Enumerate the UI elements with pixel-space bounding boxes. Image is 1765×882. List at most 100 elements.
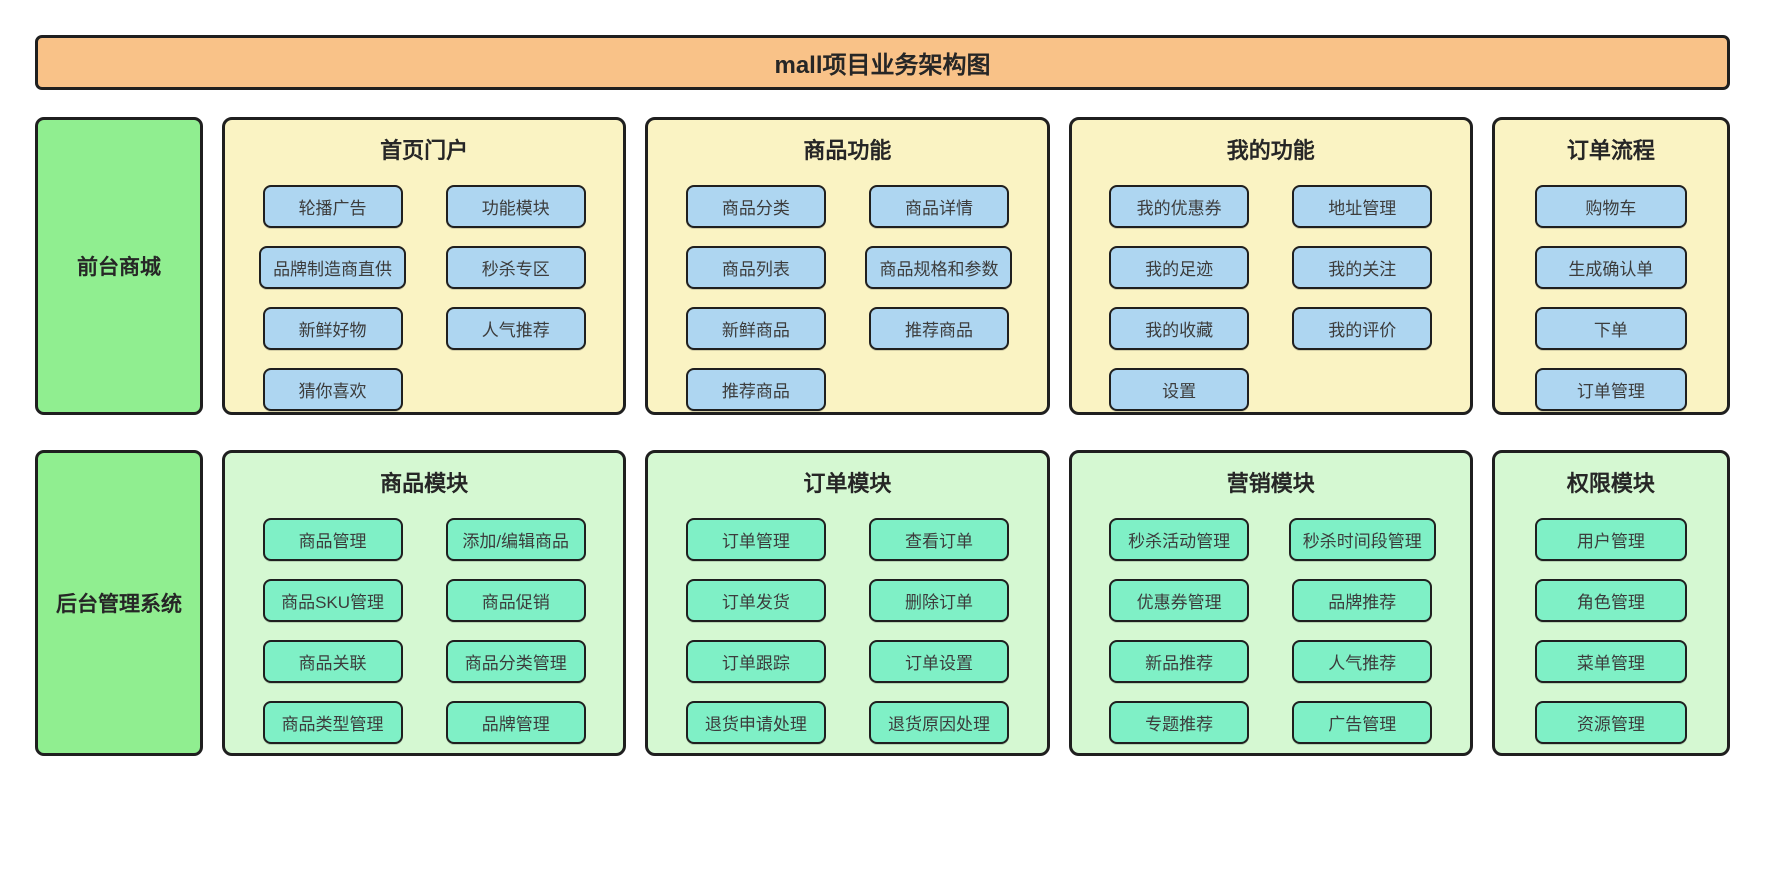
grid-cell: 品牌推荐: [1271, 579, 1454, 622]
module-box: 推荐商品: [868, 307, 1009, 350]
module-box: 菜单管理: [1534, 640, 1687, 683]
section-title: 订单流程: [1566, 138, 1655, 163]
module-box: 功能模块: [445, 185, 586, 228]
grid-cell: 退货原因处理: [847, 701, 1030, 744]
diagram-rows: 前台商城首页门户轮播广告功能模块品牌制造商直供秒杀专区新鲜好物人气推荐猜你喜欢商…: [35, 117, 1730, 756]
grid-cell: 商品分类: [664, 185, 847, 228]
module-box: 商品详情: [868, 185, 1009, 228]
module-box: 我的优惠券: [1109, 185, 1250, 228]
module-box: 猜你喜欢: [262, 368, 403, 411]
grid-cell: 推荐商品: [664, 368, 847, 411]
module-box: 订单管理: [685, 518, 826, 561]
section-block: 营销模块秒杀活动管理秒杀时间段管理优惠券管理品牌推荐新品推荐人气推荐专题推荐广告…: [1068, 450, 1473, 756]
grid-cell: 轮播广告: [241, 185, 424, 228]
grid-cell: 我的评价: [1271, 307, 1454, 350]
module-box: 商品分类: [685, 185, 826, 228]
diagram-title: mall项目业务架构图: [774, 52, 991, 79]
section-block: 商品功能商品分类商品详情商品列表商品规格和参数新鲜商品推荐商品推荐商品: [645, 117, 1050, 415]
module-box: 角色管理: [1534, 579, 1687, 622]
module-box: 品牌制造商直供: [259, 246, 407, 289]
grid-cell: 下单: [1511, 307, 1711, 350]
module-box: 商品类型管理: [262, 701, 403, 744]
grid-cell: 菜单管理: [1511, 640, 1711, 683]
section-title: 权限模块: [1566, 471, 1655, 496]
module-box: 轮播广告: [262, 185, 403, 228]
module-box: 新鲜好物: [262, 307, 403, 350]
grid-cell: 商品详情: [847, 185, 1030, 228]
module-box: 品牌推荐: [1292, 579, 1433, 622]
module-box: 新鲜商品: [685, 307, 826, 350]
grid-cell: 订单发货: [664, 579, 847, 622]
grid-cell: 商品分类管理: [424, 640, 607, 683]
grid-cell: 推荐商品: [847, 307, 1030, 350]
grid-cell: 广告管理: [1271, 701, 1454, 744]
button-grid: 商品管理添加/编辑商品商品SKU管理商品促销商品关联商品分类管理商品类型管理品牌…: [241, 518, 607, 744]
architecture-diagram: mall项目业务架构图 前台商城首页门户轮播广告功能模块品牌制造商直供秒杀专区新…: [35, 35, 1730, 756]
grid-cell: [1271, 368, 1454, 411]
grid-cell: 商品SKU管理: [241, 579, 424, 622]
module-box: 订单管理: [1534, 368, 1687, 411]
module-box: 专题推荐: [1109, 701, 1250, 744]
module-box: 下单: [1534, 307, 1687, 350]
section-block: 首页门户轮播广告功能模块品牌制造商直供秒杀专区新鲜好物人气推荐猜你喜欢: [222, 117, 627, 415]
module-box: 购物车: [1534, 185, 1687, 228]
module-box: 商品列表: [685, 246, 826, 289]
grid-cell: 人气推荐: [424, 307, 607, 350]
module-box: 秒杀时间段管理: [1288, 518, 1436, 561]
section-block: 我的功能我的优惠券地址管理我的足迹我的关注我的收藏我的评价设置: [1068, 117, 1473, 415]
grid-cell: 品牌管理: [424, 701, 607, 744]
module-box: 广告管理: [1292, 701, 1433, 744]
module-box: 添加/编辑商品: [445, 518, 586, 561]
diagram-row: 前台商城首页门户轮播广告功能模块品牌制造商直供秒杀专区新鲜好物人气推荐猜你喜欢商…: [35, 117, 1730, 415]
module-box: 退货原因处理: [868, 701, 1009, 744]
module-box: 秒杀活动管理: [1109, 518, 1250, 561]
module-box: 我的关注: [1292, 246, 1433, 289]
grid-cell: 我的足迹: [1088, 246, 1271, 289]
section-title: 订单模块: [803, 471, 892, 496]
module-box: 商品管理: [262, 518, 403, 561]
diagram-row: 后台管理系统商品模块商品管理添加/编辑商品商品SKU管理商品促销商品关联商品分类…: [35, 450, 1730, 756]
module-box: 设置: [1109, 368, 1250, 411]
module-box: 删除订单: [868, 579, 1009, 622]
grid-cell: 秒杀活动管理: [1088, 518, 1271, 561]
grid-cell: 设置: [1088, 368, 1271, 411]
grid-cell: 地址管理: [1271, 185, 1454, 228]
section-title: 营销模块: [1226, 471, 1315, 496]
grid-cell: 商品关联: [241, 640, 424, 683]
button-grid: 商品分类商品详情商品列表商品规格和参数新鲜商品推荐商品推荐商品: [664, 185, 1030, 411]
module-box: 推荐商品: [685, 368, 826, 411]
module-box: 用户管理: [1534, 518, 1687, 561]
module-box: 商品SKU管理: [262, 579, 403, 622]
module-box: 查看订单: [868, 518, 1009, 561]
module-box: 订单设置: [868, 640, 1009, 683]
section-title: 首页门户: [380, 138, 469, 163]
grid-cell: 查看订单: [847, 518, 1030, 561]
grid-cell: 订单管理: [1511, 368, 1711, 411]
grid-cell: [424, 368, 607, 411]
grid-cell: 商品管理: [241, 518, 424, 561]
grid-cell: 功能模块: [424, 185, 607, 228]
grid-cell: 订单跟踪: [664, 640, 847, 683]
button-grid: 秒杀活动管理秒杀时间段管理优惠券管理品牌推荐新品推荐人气推荐专题推荐广告管理: [1088, 518, 1454, 744]
grid-cell: 角色管理: [1511, 579, 1711, 622]
module-box: 新品推荐: [1109, 640, 1250, 683]
grid-cell: 购物车: [1511, 185, 1711, 228]
grid-cell: 猜你喜欢: [241, 368, 424, 411]
grid-cell: 我的收藏: [1088, 307, 1271, 350]
button-grid: 用户管理角色管理菜单管理资源管理: [1511, 518, 1711, 744]
module-box: 我的足迹: [1109, 246, 1250, 289]
grid-cell: 秒杀时间段管理: [1271, 518, 1454, 561]
module-box: 资源管理: [1534, 701, 1687, 744]
grid-cell: 我的关注: [1271, 246, 1454, 289]
module-box: 订单跟踪: [685, 640, 826, 683]
grid-cell: 人气推荐: [1271, 640, 1454, 683]
module-box: 秒杀专区: [445, 246, 586, 289]
section-block: 商品模块商品管理添加/编辑商品商品SKU管理商品促销商品关联商品分类管理商品类型…: [222, 450, 627, 756]
grid-cell: 订单管理: [664, 518, 847, 561]
grid-cell: 专题推荐: [1088, 701, 1271, 744]
grid-cell: 删除订单: [847, 579, 1030, 622]
grid-cell: 商品列表: [664, 246, 847, 289]
grid-cell: 新品推荐: [1088, 640, 1271, 683]
module-box: 地址管理: [1292, 185, 1433, 228]
grid-cell: 秒杀专区: [424, 246, 607, 289]
